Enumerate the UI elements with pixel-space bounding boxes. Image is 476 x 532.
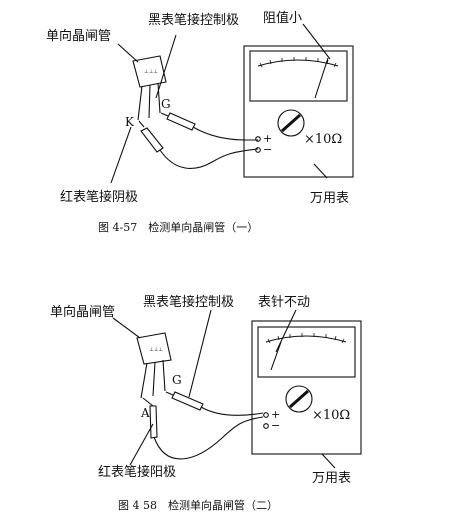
red-probe-1-leader — [110, 126, 132, 184]
reading-2-leader — [275, 309, 297, 353]
scr-2-body: ⊥⊥⊥ — [136, 332, 172, 365]
red-probe-1 — [138, 120, 259, 169]
meter-reading-label: 表针不动 — [258, 295, 311, 310]
black-probe-2-leader — [188, 309, 212, 398]
red-probe-label: 红表笔接阴极 — [60, 190, 139, 205]
black-probe-1-leader — [155, 34, 177, 99]
meter-reading-label: 阻值小 — [263, 11, 303, 26]
scr-1-leads — [137, 82, 161, 121]
range-label: ×10Ω — [312, 408, 351, 423]
red-probe-2-leader — [129, 423, 154, 466]
figure-caption: 图 4-57 检测单向晶闸管（一） — [98, 221, 259, 234]
pin-k-label: K — [125, 115, 134, 129]
scr-label: 单向晶闸管 — [46, 29, 112, 44]
meter-2 — [251, 320, 362, 455]
terminal-minus-label: − — [271, 419, 281, 432]
range-label: ×10Ω — [304, 132, 343, 147]
figure-caption: 图 4 58 检测单向晶闸管（二） — [118, 499, 278, 512]
terminal-minus-label: − — [263, 143, 273, 156]
pin-a-label: A — [141, 406, 150, 420]
pin-g-label: G — [161, 97, 171, 111]
black-probe-label: 黑表笔接控制极 — [143, 295, 235, 310]
pin-g-label: G — [172, 373, 182, 387]
black-probe-1 — [160, 112, 258, 141]
black-probe-label: 黑表笔接控制极 — [148, 13, 240, 28]
meter-label: 万用表 — [310, 191, 350, 206]
scr-2-leads — [140, 359, 166, 399]
reading-1-leader — [302, 23, 331, 60]
scr-label: 单向晶闸管 — [50, 305, 116, 320]
meter-1 — [243, 45, 354, 178]
meter-label: 万用表 — [312, 471, 352, 486]
scr-1-leader — [117, 43, 139, 63]
terminal-plus-label: + — [271, 408, 281, 421]
terminal-plus-label: + — [263, 132, 273, 145]
meter-2-leader — [321, 453, 336, 469]
meter-1-leader — [313, 163, 328, 179]
red-probe-2 — [142, 397, 264, 460]
scr-2-leader — [112, 317, 141, 339]
svg-text:⊥⊥⊥: ⊥⊥⊥ — [144, 69, 158, 75]
svg-text:⊥⊥⊥: ⊥⊥⊥ — [149, 347, 163, 353]
scr-1-body: ⊥⊥⊥ — [132, 55, 167, 88]
red-probe-label: 红表笔接阳极 — [98, 465, 177, 480]
black-probe-2 — [165, 391, 264, 416]
